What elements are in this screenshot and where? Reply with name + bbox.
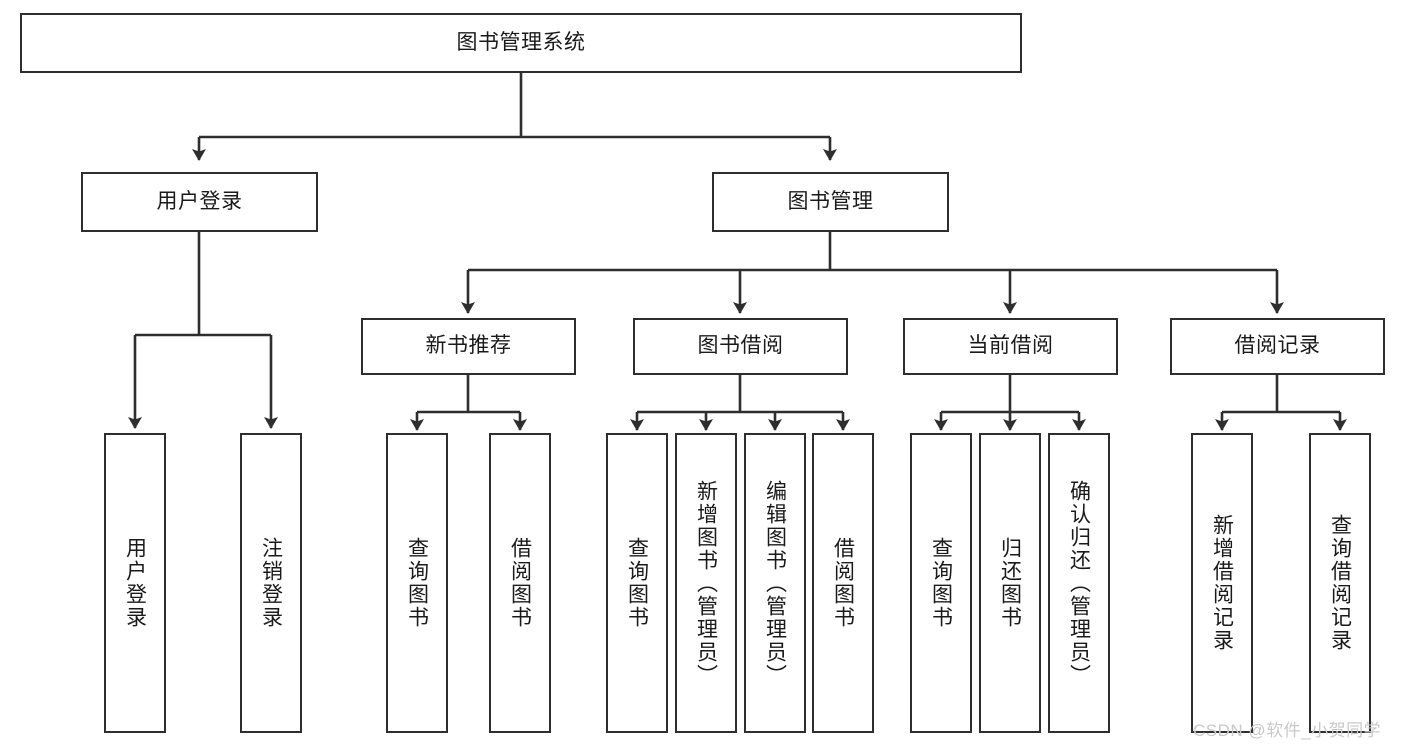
node-label: 查询图书 (929, 537, 953, 629)
leaf-current-borrow-query-book[interactable]: 查询图书 (910, 433, 972, 733)
node-label: 借阅图书 (508, 537, 532, 629)
leaf-book-borrow-query-book[interactable]: 查询图书 (606, 433, 668, 733)
leaf-borrow-record-query-record[interactable]: 查询借阅记录 (1309, 433, 1371, 733)
node-label: 归还图书 (998, 537, 1022, 629)
leaf-current-borrow-confirm-return-admin[interactable]: 确认归还（管理员） (1048, 433, 1110, 733)
node-current-borrowing[interactable]: 当前借阅 (903, 318, 1118, 375)
leaf-current-borrow-return-book[interactable]: 归还图书 (979, 433, 1041, 733)
node-root-book-management-system[interactable]: 图书管理系统 (20, 13, 1022, 73)
node-label: 图书管理 (787, 189, 874, 213)
node-label: 确认归还（管理员） (1067, 479, 1091, 687)
node-new-book-recommendation[interactable]: 新书推荐 (361, 318, 576, 375)
node-label: 查询借阅记录 (1328, 514, 1352, 652)
node-label: 图书管理系统 (456, 30, 586, 54)
node-label: 查询图书 (625, 537, 649, 629)
leaf-borrow-record-add-record[interactable]: 新增借阅记录 (1191, 433, 1253, 733)
leaf-user-login-login[interactable]: 用户登录 (104, 433, 166, 733)
leaf-new-book-query-book[interactable]: 查询图书 (386, 433, 448, 733)
node-label: 借阅记录 (1234, 334, 1321, 358)
node-label: 新书推荐 (425, 334, 512, 358)
leaf-user-login-logout[interactable]: 注销登录 (240, 433, 302, 733)
node-label: 编辑图书（管理员） (763, 479, 787, 687)
leaf-book-borrow-add-book-admin[interactable]: 新增图书（管理员） (675, 433, 737, 733)
node-label: 当前借阅 (967, 334, 1054, 358)
node-label: 注销登录 (259, 537, 283, 629)
node-book-management[interactable]: 图书管理 (712, 172, 949, 232)
node-label: 用户登录 (156, 189, 243, 213)
node-label: 借阅图书 (831, 537, 855, 629)
node-user-login[interactable]: 用户登录 (81, 172, 318, 232)
leaf-book-borrow-edit-book-admin[interactable]: 编辑图书（管理员） (744, 433, 806, 733)
node-book-borrowing[interactable]: 图书借阅 (633, 318, 848, 375)
node-label: 用户登录 (123, 537, 147, 629)
node-label: 新增图书（管理员） (694, 479, 718, 687)
node-label: 查询图书 (405, 537, 429, 629)
watermark: CSDN @软件_小贺同学 (1193, 721, 1382, 740)
node-borrowing-record[interactable]: 借阅记录 (1170, 318, 1385, 375)
leaf-book-borrow-borrow-book[interactable]: 借阅图书 (812, 433, 874, 733)
node-label: 图书借阅 (697, 334, 784, 358)
node-label: 新增借阅记录 (1210, 514, 1234, 652)
leaf-new-book-borrow-book[interactable]: 借阅图书 (489, 433, 551, 733)
